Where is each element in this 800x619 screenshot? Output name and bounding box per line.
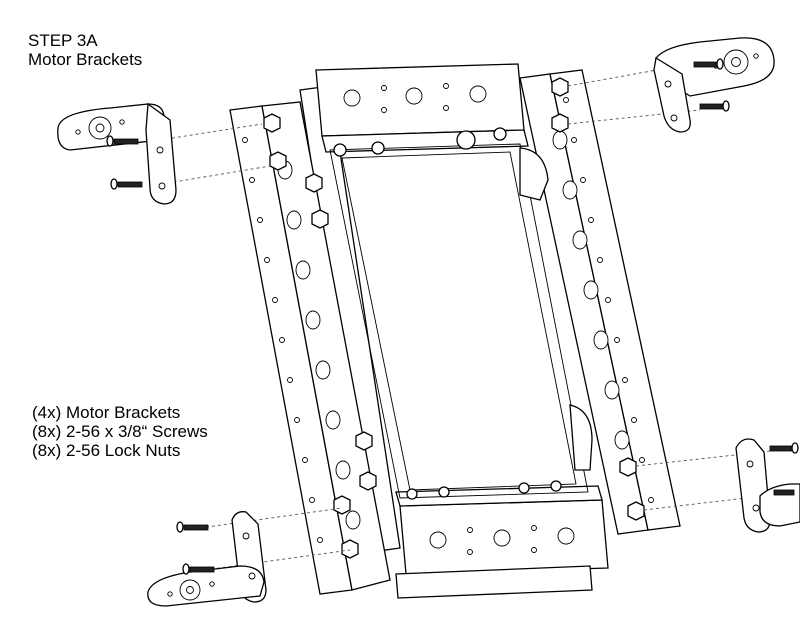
lock-nut [269,151,287,171]
frame-assembly [229,63,681,599]
parts-list-item: (4x) Motor Brackets [32,403,181,422]
screw [189,566,215,573]
step-header: STEP 3A Motor Brackets [28,31,142,69]
step-number: STEP 3A [28,31,98,50]
lock-nut [551,113,569,133]
motor-bracket-bottom-left [147,511,267,607]
channel-holes [242,83,654,555]
screw [693,61,719,68]
lock-nut [619,457,637,477]
motor-bracket-top-left [57,102,177,205]
motor-bracket-bottom-right [735,438,800,533]
parts-list-item: (8x) 2-56 x 3/8“ Screws [32,422,208,441]
lock-nut [305,173,323,193]
lock-nut [311,209,329,229]
parts-list: (4x) Motor Brackets (8x) 2-56 x 3/8“ Scr… [32,403,208,460]
parts-list-item: (8x) 2-56 Lock Nuts [32,441,181,460]
lock-nut [359,471,377,491]
screw [773,489,795,496]
lock-nuts [263,77,645,559]
screw [183,524,209,531]
screw [117,181,143,188]
lock-nut [341,539,359,559]
step-title: Motor Brackets [28,50,143,69]
motor-bracket-top-right [653,37,775,133]
lock-nut [627,501,645,521]
screw [113,138,139,145]
screw [769,445,793,452]
corner-gusset [519,147,549,201]
frame-opening-inner [341,151,577,491]
right-channel-flange [549,69,681,531]
bottom-base-plate [395,565,593,599]
screw [699,103,725,110]
lock-nut [355,431,373,451]
lock-nut [263,113,281,133]
corner-gusset [569,404,593,471]
frame-opening [329,143,589,499]
lock-nut [333,495,351,515]
lock-nut [551,77,569,97]
